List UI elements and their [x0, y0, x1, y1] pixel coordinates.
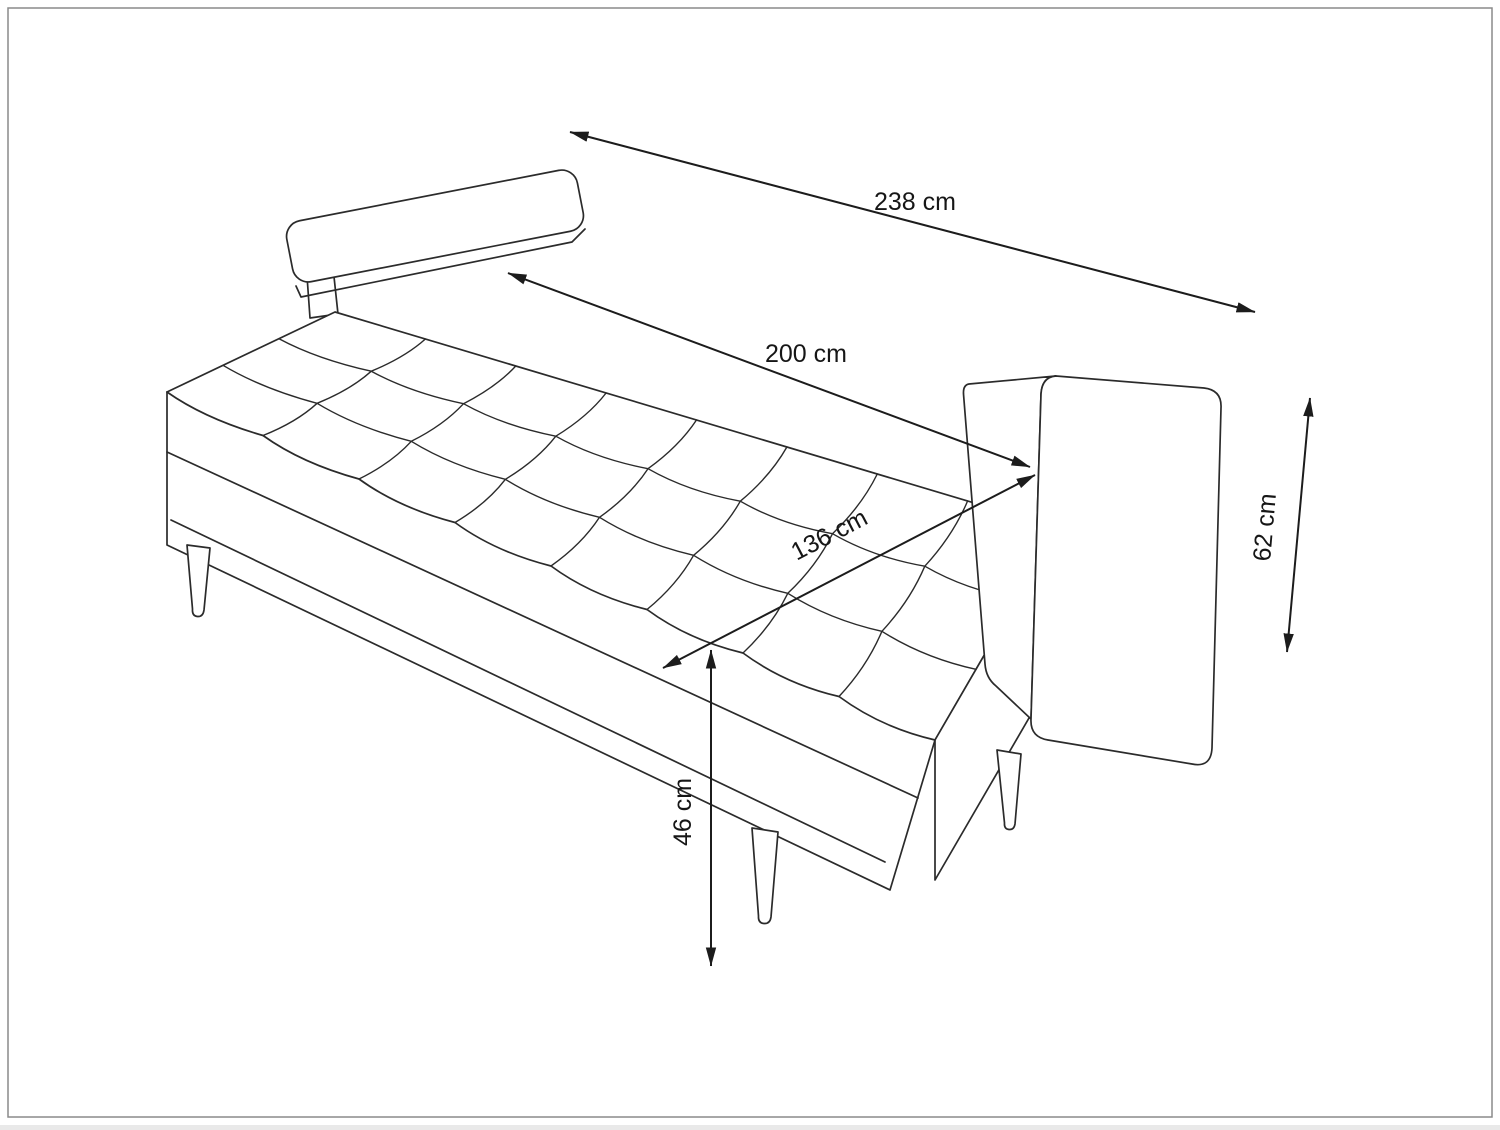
left-armrest	[285, 169, 585, 283]
front-left-leg	[186, 544, 211, 618]
bed-length-arrow	[507, 272, 1031, 468]
front-center-leg	[751, 827, 779, 925]
front-right-leg	[996, 749, 1022, 831]
seat-height-label: 46 cm	[669, 778, 697, 846]
frame-rail-line	[170, 519, 886, 863]
mattress-front-scalloped-edge	[166, 391, 936, 741]
overall-length-label: 238 cm	[874, 188, 956, 216]
dimension-arrows	[507, 131, 1314, 967]
page-border	[7, 7, 1493, 1118]
side-height-label: 62 cm	[1248, 492, 1282, 562]
mattress-band-divider	[166, 451, 919, 799]
bed-length-label: 200 cm	[765, 340, 847, 368]
bed-width-arrow	[662, 474, 1036, 669]
base-front-face	[167, 392, 935, 890]
base-front-edges	[166, 391, 936, 891]
side-height-arrow	[1283, 397, 1314, 653]
right-armrest	[1030, 375, 1222, 766]
overall-length-arrow	[569, 131, 1256, 313]
